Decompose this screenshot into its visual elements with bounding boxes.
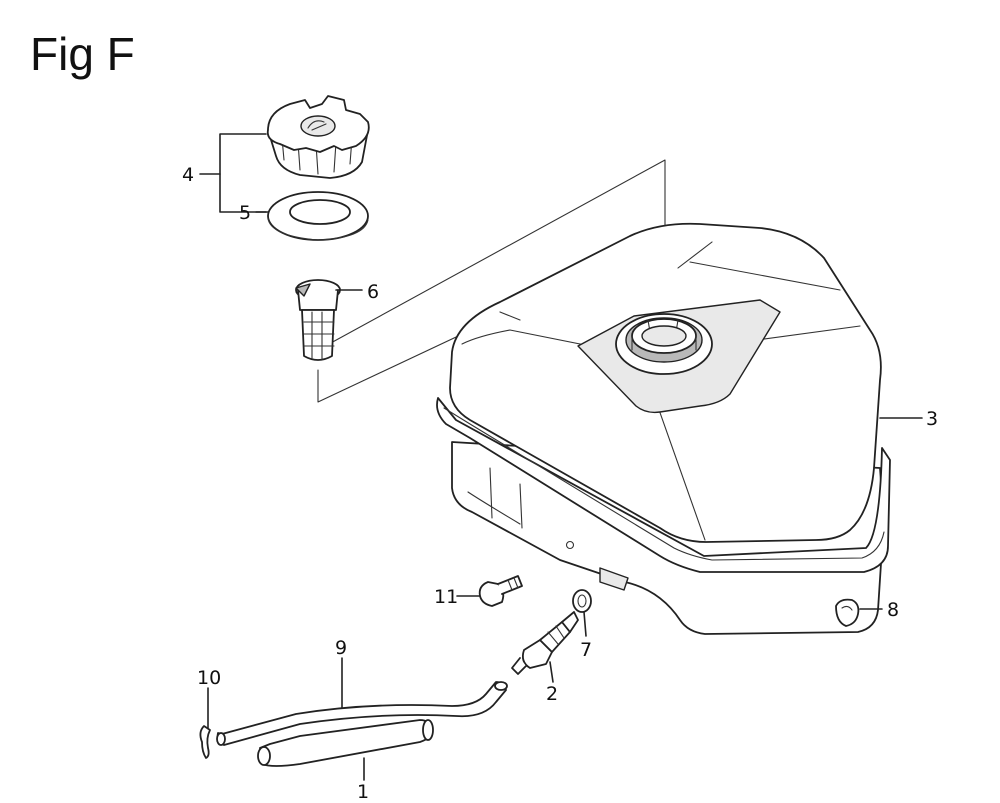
grommet bbox=[835, 598, 860, 627]
callout-2: 2 bbox=[546, 683, 558, 705]
callout-labels: 4 5 6 3 11 7 2 8 9 10 1 bbox=[182, 164, 938, 803]
fuel-cock bbox=[511, 611, 579, 675]
fuel-hose-long bbox=[216, 681, 508, 746]
callout-3: 3 bbox=[926, 408, 938, 430]
fuel-strainer bbox=[295, 279, 341, 361]
callout-4: 4 bbox=[182, 164, 194, 186]
fuel-tank bbox=[436, 222, 891, 635]
hose-clip bbox=[199, 725, 211, 759]
callout-10: 10 bbox=[197, 667, 221, 689]
callout-1: 1 bbox=[357, 781, 369, 803]
callout-5: 5 bbox=[239, 202, 251, 224]
leader-lines bbox=[199, 133, 923, 781]
callout-7: 7 bbox=[580, 639, 592, 661]
callout-11: 11 bbox=[434, 586, 458, 608]
callout-6: 6 bbox=[367, 281, 379, 303]
cap-gasket bbox=[267, 191, 369, 241]
callout-9: 9 bbox=[335, 637, 347, 659]
callout-8: 8 bbox=[887, 599, 899, 621]
fuel-filler-cap bbox=[266, 95, 370, 179]
sealing-washer bbox=[572, 589, 592, 613]
fuel-hose-short bbox=[257, 719, 434, 767]
figure-title: Fig F bbox=[30, 28, 135, 80]
drain-bolt bbox=[478, 575, 523, 607]
